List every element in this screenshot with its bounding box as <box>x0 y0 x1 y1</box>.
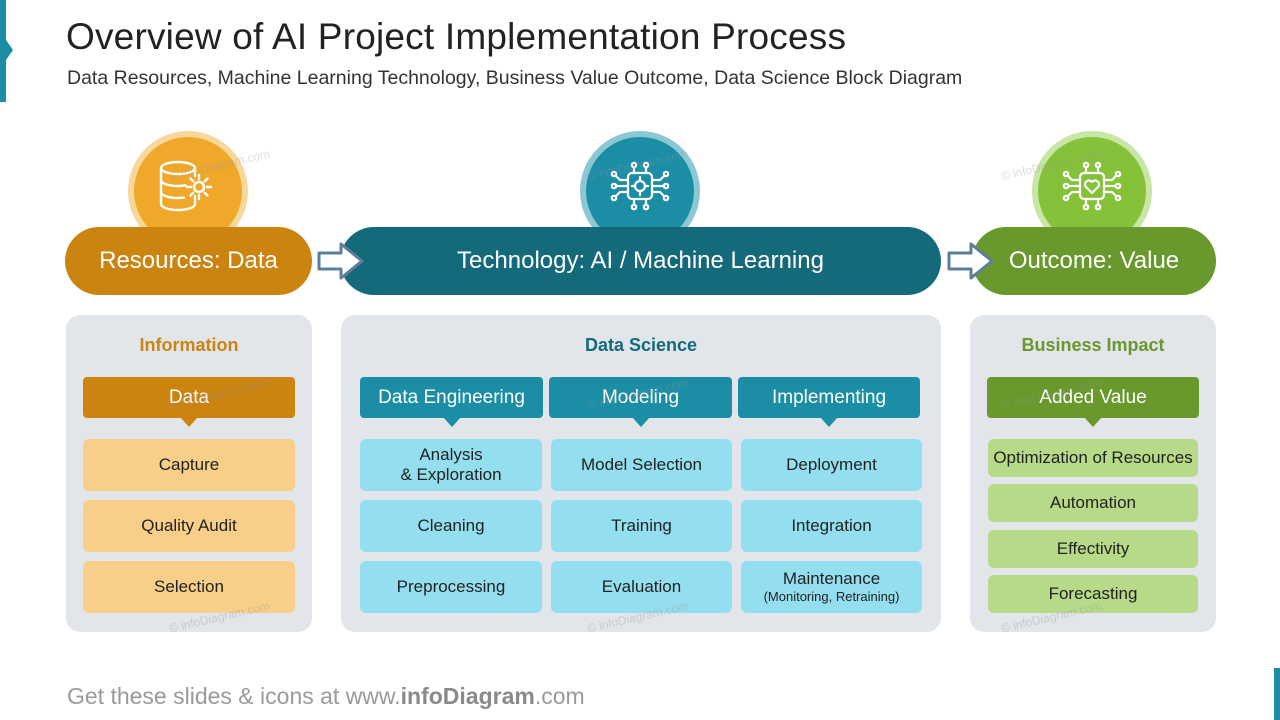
list-item: Forecasting <box>988 575 1198 613</box>
ai-chip-gear-icon <box>610 161 670 211</box>
item-label: Quality Audit <box>141 515 237 535</box>
list-item: Preprocessing <box>360 561 542 613</box>
list-item: Maintenance (Monitoring, Retraining) <box>741 561 922 613</box>
list-item: Selection <box>83 561 295 613</box>
item-label-line2: & Exploration <box>400 465 502 484</box>
footer-link[interactable]: Get these slides & icons at www.infoDiag… <box>67 683 585 710</box>
modeling-header: Modeling <box>549 377 732 427</box>
item-label: Maintenance <box>782 569 881 589</box>
list-item: Quality Audit <box>83 500 295 552</box>
data-header: Data <box>83 377 295 427</box>
item-label: Selection <box>154 576 224 596</box>
item-label: Cleaning <box>417 515 485 535</box>
arrow-right-icon <box>947 242 994 280</box>
implementing-header: Implementing <box>738 377 920 427</box>
business-impact-title: Business Impact <box>1021 335 1165 355</box>
list-item: Effectivity <box>988 530 1198 568</box>
item-label: Training <box>611 515 672 535</box>
left-accent-tip <box>6 40 13 60</box>
stage-technology-ai: Technology: AI / Machine Learning <box>340 227 941 295</box>
item-label-line2: (Monitoring, Retraining) <box>763 589 900 605</box>
item-label: Analysis <box>419 444 483 464</box>
database-gear-icon <box>159 160 213 212</box>
ai-chip-heart-icon <box>1062 161 1122 211</box>
stage-resources-data: Resources: Data <box>65 227 312 295</box>
added-value-header: Added Value <box>987 377 1199 427</box>
list-item: Analysis & Exploration <box>360 439 542 491</box>
item-label: Automation <box>1050 492 1136 512</box>
footer-prefix: Get these slides & icons at www. <box>67 683 401 709</box>
list-item: Deployment <box>741 439 922 491</box>
item-label: Model Selection <box>581 454 702 474</box>
item-label: Integration <box>791 515 872 535</box>
left-accent-bar <box>0 0 6 102</box>
item-label: Evaluation <box>601 576 682 596</box>
data-science-title: Data Science <box>584 335 698 355</box>
item-label: Deployment <box>786 454 877 474</box>
list-item: Cleaning <box>360 500 542 552</box>
list-item: Training <box>551 500 732 552</box>
stage-outcome-value: Outcome: Value <box>972 227 1216 295</box>
list-item: Evaluation <box>551 561 732 613</box>
item-label: Optimization of Resources <box>993 447 1193 467</box>
data-engineering-header: Data Engineering <box>360 377 543 427</box>
right-accent-bar <box>1274 668 1280 720</box>
item-label: Effectivity <box>1056 538 1130 558</box>
list-item: Optimization of Resources <box>988 439 1198 477</box>
list-item: Integration <box>741 500 922 552</box>
item-label: Preprocessing <box>396 576 506 596</box>
page-subtitle: Data Resources, Machine Learning Technol… <box>67 67 963 89</box>
page-title: Overview of AI Project Implementation Pr… <box>66 16 847 57</box>
footer-brand: infoDiagram <box>400 683 535 709</box>
list-item: Automation <box>988 484 1198 522</box>
list-item: Capture <box>83 439 295 491</box>
footer-suffix: .com <box>534 683 585 709</box>
list-item: Model Selection <box>551 439 732 491</box>
item-label: Forecasting <box>1048 583 1138 603</box>
arrow-right-icon <box>317 242 364 280</box>
item-label: Capture <box>158 454 220 474</box>
information-title: Information <box>139 335 239 355</box>
